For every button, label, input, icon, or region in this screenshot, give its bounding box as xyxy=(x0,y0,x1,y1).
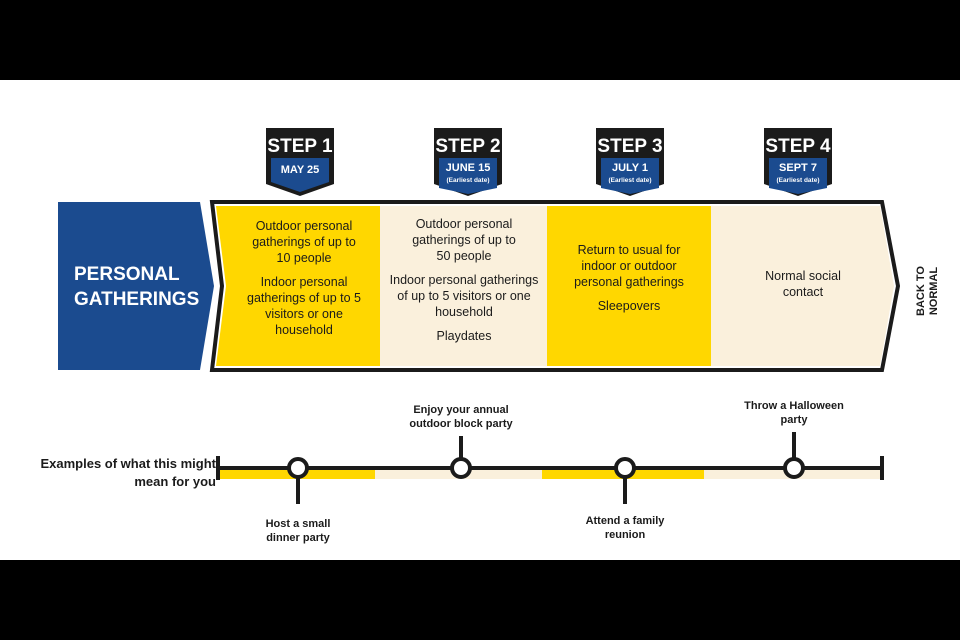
category-title-line2: GATHERINGS xyxy=(74,289,200,310)
step-1-title: STEP 1 xyxy=(267,136,333,157)
step-3-date: JULY 1 xyxy=(611,162,649,174)
timeline-marker-halloween xyxy=(783,432,805,479)
band-outline xyxy=(209,200,901,372)
step-1-date: MAY 25 xyxy=(280,164,320,176)
cell-1-item-1: Outdoor personal gatherings of up to 10 … xyxy=(252,219,356,265)
examples-label: Examples of what this might mean for you xyxy=(40,456,216,489)
step-4-note: (Earliest date) xyxy=(776,177,820,184)
example-host-dinner: Host a small dinner party xyxy=(265,518,331,544)
timeline-marker-host-dinner xyxy=(287,457,309,504)
back-to-normal-label: BACK TO NORMAL xyxy=(908,256,948,326)
timeline-marker-block-party xyxy=(450,436,472,479)
timeline-marker-family-reunion xyxy=(614,457,636,504)
cell-3-item-1: Return to usual for indoor or outdoor pe… xyxy=(574,243,684,289)
cell-2-item-3: Playdates xyxy=(436,329,492,343)
cell-1-bg xyxy=(216,206,380,366)
cell-2-item-2: Indoor personal gatherings of up to 5 vi… xyxy=(389,273,539,319)
step-3-title: STEP 3 xyxy=(597,136,663,157)
example-halloween: Throw a Halloween party xyxy=(744,400,844,426)
cell-4-item-1: Normal social contact xyxy=(765,269,841,299)
step-4-badge xyxy=(764,128,832,196)
category-arrow xyxy=(58,202,214,370)
cell-2-bg xyxy=(380,206,547,366)
cell-4-bg xyxy=(711,206,894,366)
step-2-date: JUNE 15 xyxy=(445,162,491,174)
cell-1-item-2: Indoor personal gatherings of up to 5 vi… xyxy=(247,275,361,337)
category-title-line1: PERSONAL xyxy=(74,264,180,285)
cell-2-item-1: Outdoor personal gatherings of up to 50 … xyxy=(412,217,516,263)
cell-3-bg xyxy=(547,206,711,366)
cell-1-text: Outdoor personal gatherings of up to 10 … xyxy=(244,218,364,338)
step-2-badge xyxy=(434,128,502,196)
example-family-reunion: Attend a family reunion xyxy=(585,515,665,541)
back-to-normal-text: BACK TO NORMAL xyxy=(915,266,940,316)
step-3-note: (Earliest date) xyxy=(608,177,652,184)
example-block-party: Enjoy your annual outdoor block party xyxy=(409,404,513,430)
step-1-badge xyxy=(266,128,334,196)
cell-4-text: Normal social contact xyxy=(748,268,858,300)
cell-3-text: Return to usual for indoor or outdoor pe… xyxy=(560,242,698,314)
category-title: PERSONAL GATHERINGS xyxy=(60,262,210,312)
cell-3-item-2: Sleepovers xyxy=(597,299,661,313)
step-4-title: STEP 4 xyxy=(765,136,831,157)
cell-2-text: Outdoor personal gatherings of up to 50 … xyxy=(388,216,540,344)
step-2-title: STEP 2 xyxy=(435,136,501,157)
step-4-date: SEPT 7 xyxy=(779,162,817,174)
step-3-badge xyxy=(596,128,664,196)
step-2-note: (Earliest date) xyxy=(446,177,490,184)
